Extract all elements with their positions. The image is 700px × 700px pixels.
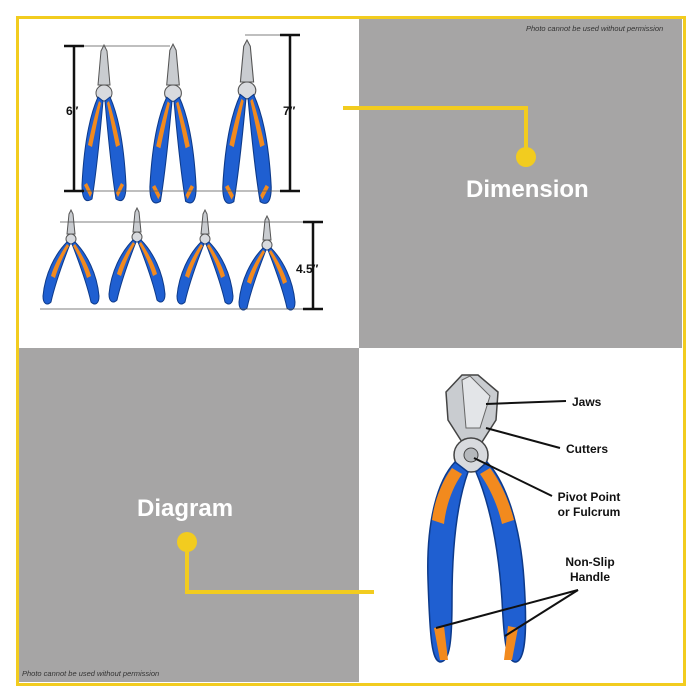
mini-diagonal-plier-image (42, 209, 100, 305)
dimension-lines-small (303, 220, 323, 311)
dimension-4-5-inch: 4.5″ (296, 262, 319, 276)
diagram-connector-dot (177, 532, 197, 552)
dimension-heading: Dimension (466, 176, 589, 203)
dimension-7-inch: 7″ (283, 104, 296, 118)
watermark-bottom: Photo cannot be used without permission (22, 669, 160, 678)
jaws-label: Jaws (572, 395, 602, 409)
non-slip-handle-label: Non-Slip Handle (565, 555, 615, 584)
diagram-heading: Diagram (137, 495, 234, 522)
dimension-guides-large (84, 34, 280, 192)
watermark-top: Photo cannot be used without permission (526, 24, 664, 33)
dimension-connector-dot (516, 147, 536, 167)
long-nose-plier-image (81, 44, 127, 202)
diagonal-plier-image (149, 43, 197, 204)
dimension-guides-small (40, 221, 303, 310)
combination-plier-image (222, 39, 272, 204)
dimension-title-panel (359, 18, 682, 348)
pivot-point-label: Pivot Point or Fulcrum (557, 490, 621, 519)
diagram-title-panel (18, 348, 359, 682)
annotation-pointers (435, 400, 579, 637)
diagram-connector (185, 545, 374, 594)
mini-combination-plier-image (176, 209, 234, 305)
dimension-lines-large (64, 33, 300, 193)
cutters-label: Cutters (566, 442, 609, 456)
dimension-6-inch: 6″ (66, 104, 79, 118)
dimension-connector (343, 106, 528, 156)
annotated-plier-image (427, 374, 527, 663)
mini-bent-nose-plier-image (238, 215, 296, 311)
